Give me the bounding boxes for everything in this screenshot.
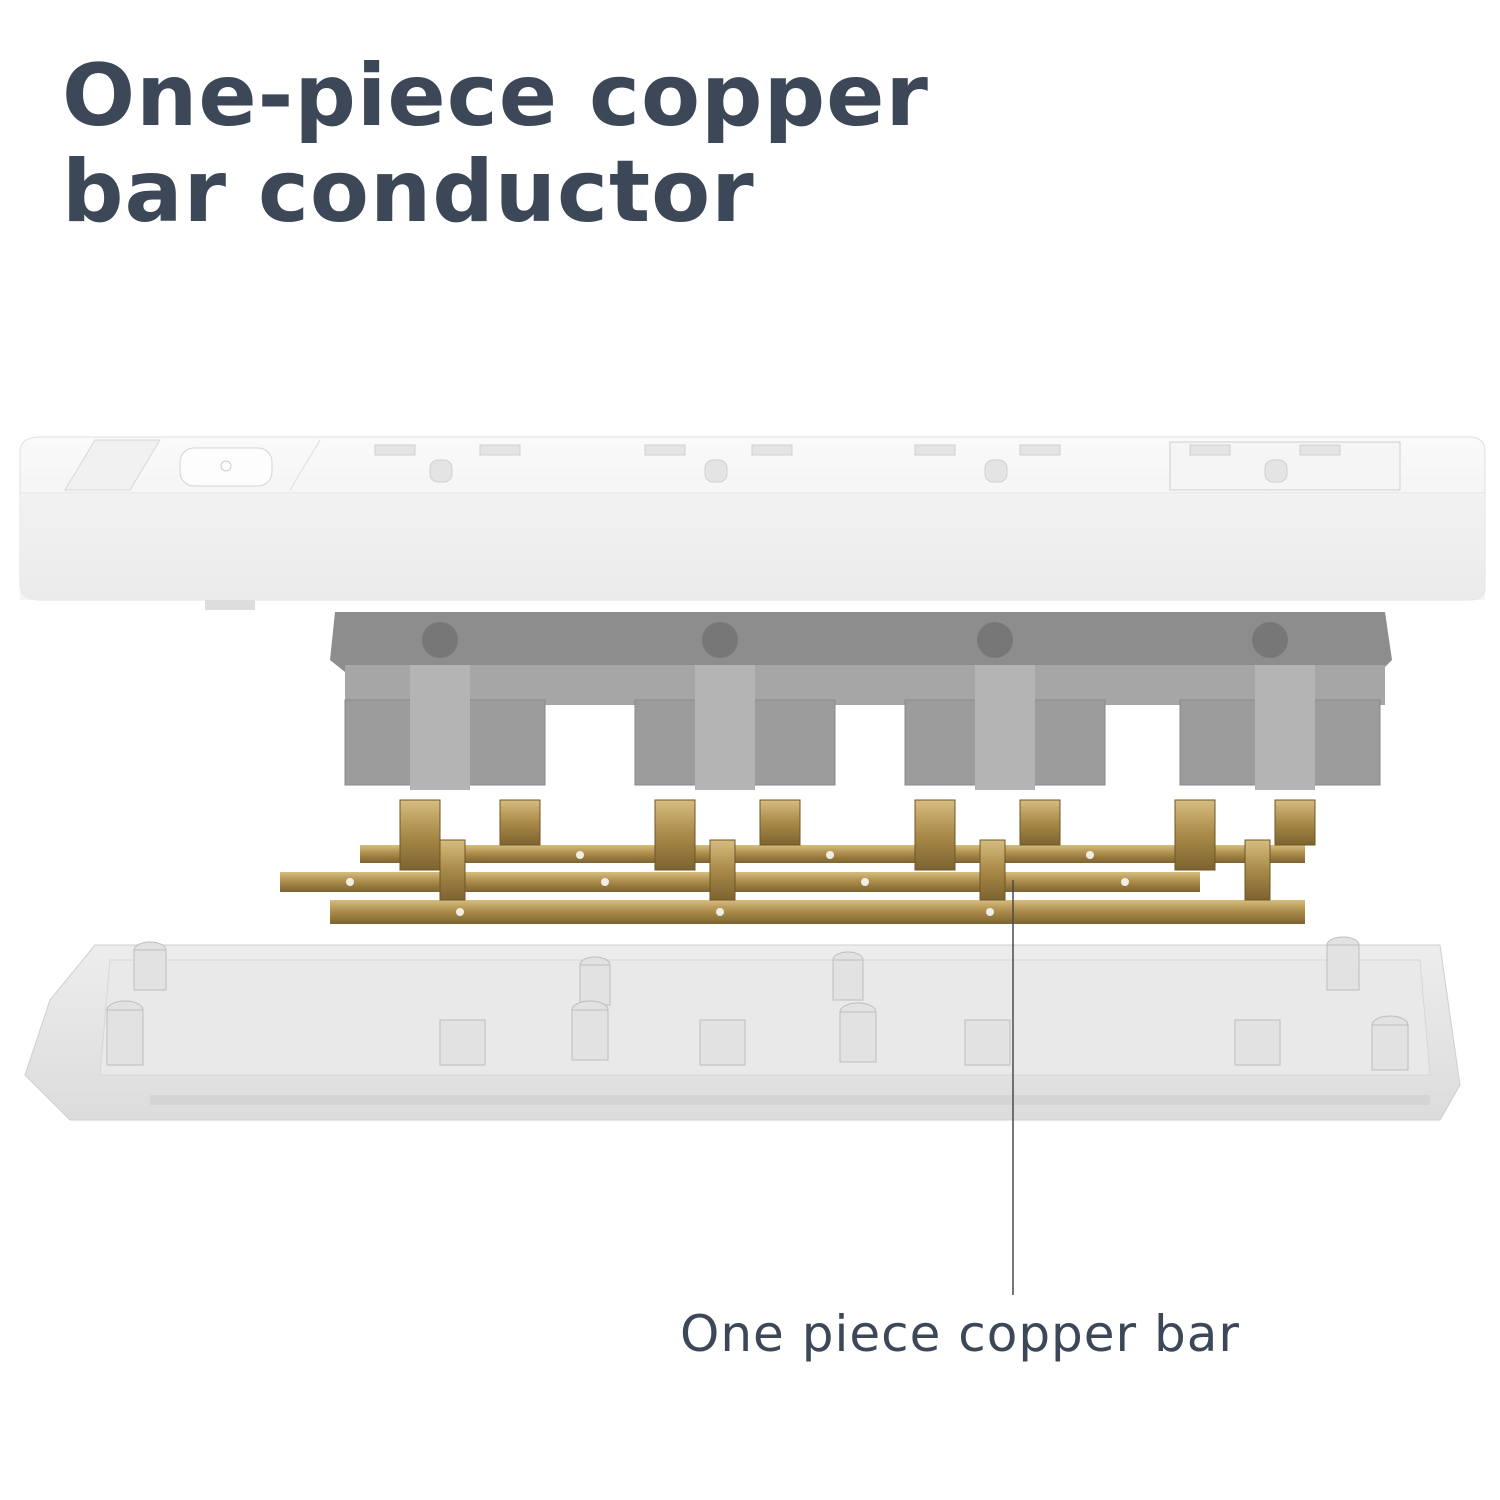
outlet-4 <box>1169 441 1401 491</box>
headline-line-2: bar conductor <box>62 142 755 242</box>
socket-frame <box>330 612 1392 790</box>
indicator-window <box>64 439 161 491</box>
base-housing <box>24 936 1461 1121</box>
headline-line-1: One-piece copper <box>62 46 929 146</box>
outlet-1 <box>374 444 521 483</box>
headline: One-piece copper bar conductor <box>62 48 929 240</box>
power-icon <box>220 460 232 472</box>
callout-label: One piece copper bar <box>680 1305 1240 1363</box>
outlet-2 <box>644 444 793 483</box>
power-switch-button <box>179 447 273 487</box>
top-cover <box>19 436 1486 610</box>
outlet-3 <box>914 444 1061 483</box>
copper-bar-assembly <box>280 799 1316 924</box>
